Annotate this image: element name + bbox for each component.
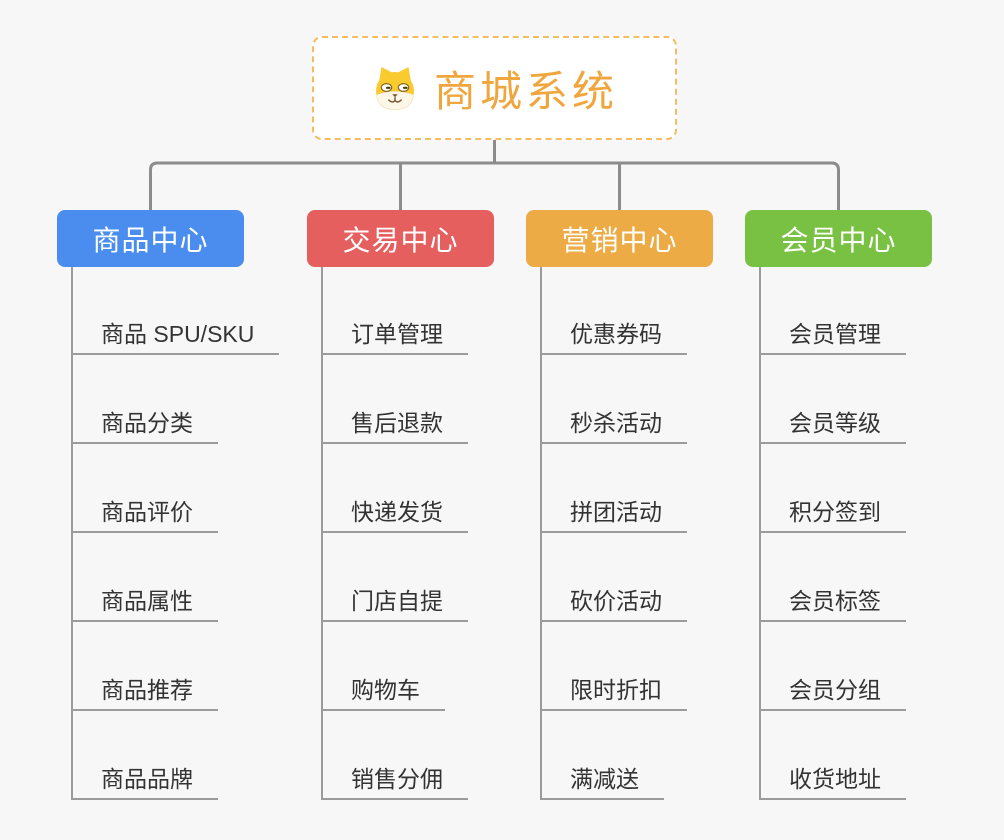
tree-item[interactable]: 商品品牌 [71,765,218,800]
tree-item[interactable]: 会员管理 [759,320,906,355]
branch-header-marketing-center[interactable]: 营销中心 [526,210,713,267]
shiba-dog-icon [371,64,419,112]
tree-item[interactable]: 商品属性 [71,587,218,622]
tree-item[interactable]: 快递发货 [321,498,468,533]
tree-item[interactable]: 销售分佣 [321,765,468,800]
tree-item[interactable]: 优惠券码 [540,320,687,355]
tree-item[interactable]: 拼团活动 [540,498,687,533]
tree-item[interactable]: 订单管理 [321,320,468,355]
branch-header-trade-center[interactable]: 交易中心 [307,210,494,267]
tree-item[interactable]: 积分签到 [759,498,906,533]
tree-item[interactable]: 商品评价 [71,498,218,533]
tree-item[interactable]: 商品推荐 [71,676,218,711]
root-node[interactable]: 商城系统 [312,36,677,140]
tree-item[interactable]: 售后退款 [321,409,468,444]
root-title: 商城系统 [433,67,618,115]
branch-header-member-center[interactable]: 会员中心 [745,210,932,267]
tree-item[interactable]: 秒杀活动 [540,409,687,444]
branch-connector-line [321,267,323,800]
tree-item[interactable]: 限时折扣 [540,676,687,711]
branch-connector-line [540,267,542,800]
tree-item[interactable]: 会员分组 [759,676,906,711]
tree-item[interactable]: 会员等级 [759,409,906,444]
branch-member-center: 会员中心 会员管理 会员等级 积分签到 会员标签 会员分组 收货地址 [745,210,932,800]
tree-item[interactable]: 购物车 [321,676,445,711]
branch-trade-center: 交易中心 订单管理 售后退款 快递发货 门店自提 购物车 销售分佣 [307,210,494,800]
tree-item[interactable]: 商品 SPU/SKU [71,320,280,355]
tree-item[interactable]: 商品分类 [71,409,218,444]
tree-item[interactable]: 收货地址 [759,765,906,800]
tree-item[interactable]: 会员标签 [759,587,906,622]
branch-product-center: 商品中心 商品 SPU/SKU 商品分类 商品评价 商品属性 商品推荐 商品品牌 [57,210,280,800]
branch-connector-line [71,267,73,800]
tree-item[interactable]: 满减送 [540,765,664,800]
branch-connector-line [759,267,761,800]
branch-header-product-center[interactable]: 商品中心 [57,210,244,267]
tree-item[interactable]: 砍价活动 [540,587,687,622]
branch-marketing-center: 营销中心 优惠券码 秒杀活动 拼团活动 砍价活动 限时折扣 满减送 [526,210,713,800]
branch-bus-line [149,161,840,210]
tree-item[interactable]: 门店自提 [321,587,468,622]
